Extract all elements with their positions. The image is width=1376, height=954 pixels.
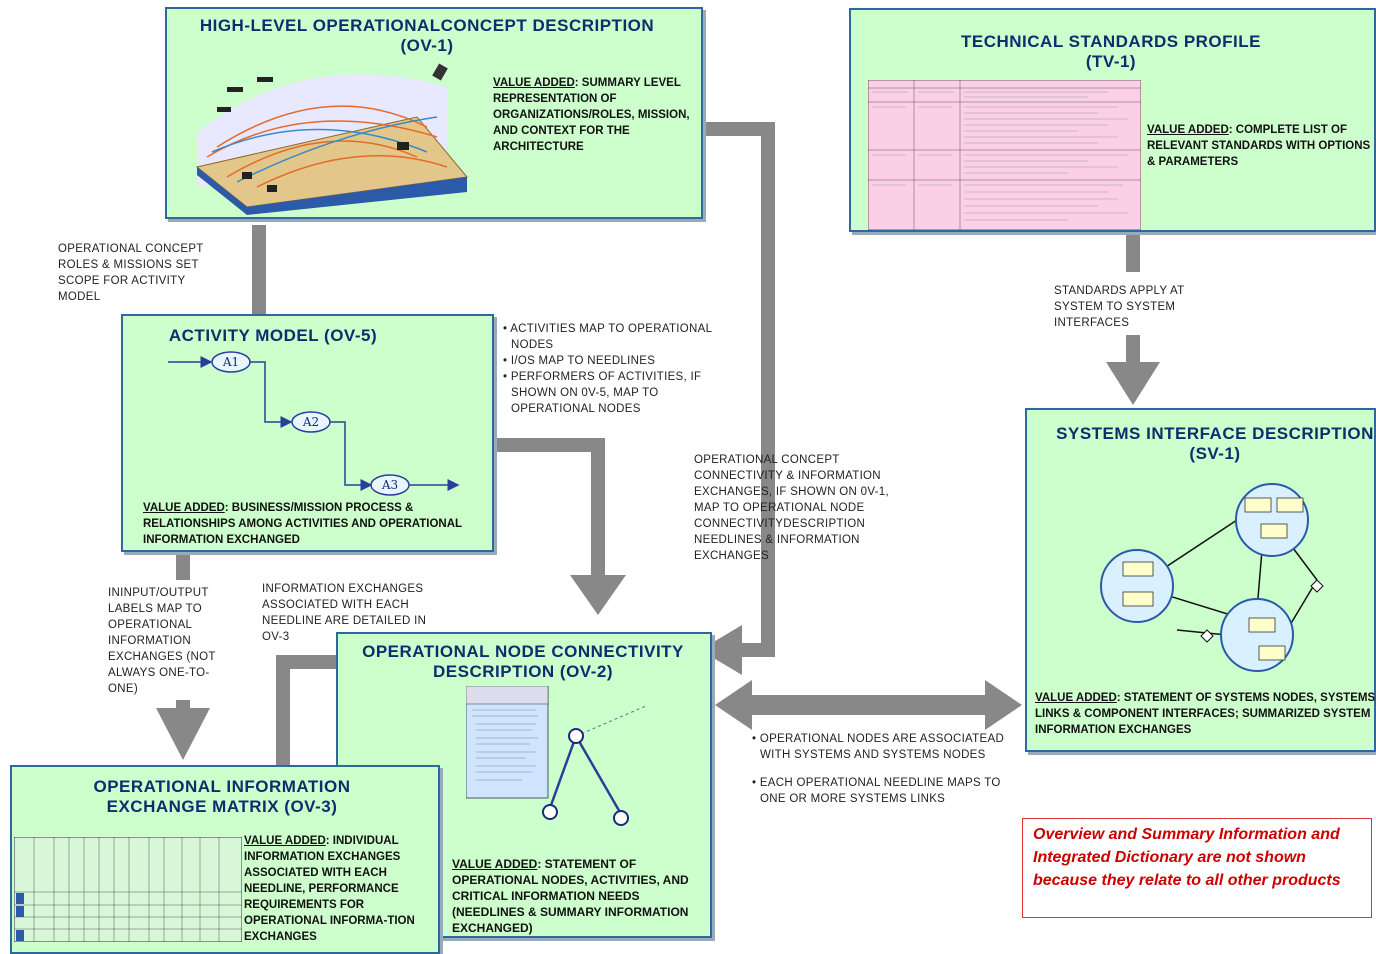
label-ov3-info: INFORMATION EXCHANGES ASSOCIATED WITH EA…	[262, 583, 427, 643]
arrow-ov1-ov5	[252, 225, 266, 320]
label-ov1-to-ov5: OPERATIONAL CONCEPT ROLES & MISSIONS SET…	[58, 243, 204, 303]
ov5-box: ACTIVITY MODEL (OV-5) A1 A2 A3 VALUE ADD…	[121, 314, 494, 552]
sv1-box: SYSTEMS INTERFACE DESCRIPTION(SV-1) VALU…	[1025, 408, 1376, 752]
arrow-ov5-ov2	[570, 575, 626, 615]
bullet-item: • ACTIVITIES MAP TO OPERATIONAL NODES	[503, 323, 712, 351]
arrow-ov2-sv1	[715, 680, 1022, 730]
label-ov5-to-ov3: ININPUT/OUTPUT LABELS MAP TO OPERATIONAL…	[108, 587, 216, 695]
activity-node-a2	[291, 411, 331, 433]
tv1-standards-table	[868, 80, 1141, 230]
label-ov1-to-ov2: OPERATIONAL CONCEPT CONNECTIVITY & INFOR…	[694, 454, 889, 562]
bullet-item: • I/OS MAP TO NEEDLINES	[503, 355, 656, 367]
arrow-ov5-ov3	[156, 708, 210, 760]
ov5-title: ACTIVITY MODEL (OV-5)	[168, 326, 378, 345]
tv1-box: TECHNICAL STANDARDS PROFILE(TV-1) VALUE	[849, 8, 1376, 232]
bullet-item: • OPERATIONAL NODES ARE ASSOCIATEAD WITH…	[752, 733, 1005, 761]
activity-node-label: A1	[222, 355, 239, 369]
bullets-ov2-to-sv1: • OPERATIONAL NODES ARE ASSOCIATEAD WITH…	[752, 731, 1017, 807]
sv1-title: SYSTEMS INTERFACE DESCRIPTION(SV-1)	[1056, 424, 1374, 463]
sv1-value-added: VALUE ADDED: STATEMENT OF SYSTEMS NODES,…	[1035, 692, 1376, 736]
ov1-box: HIGH-LEVEL OPERATIONALCONCEPT DESCRIPTIO…	[165, 7, 703, 219]
bullet-item: • EACH OPERATIONAL NEEDLINE MAPS TO ONE …	[752, 777, 1001, 805]
arrow-tv1-sv1	[1106, 362, 1160, 405]
bullet-item: • PERFORMERS OF ACTIVITIES, IF SHOWN ON …	[503, 371, 702, 415]
tv1-value-added: VALUE ADDED: COMPLETE LIST OF RELEVANT S…	[1147, 124, 1371, 168]
ov5-value-added: VALUE ADDED: BUSINESS/MISSION PROCESS & …	[143, 502, 462, 546]
tv1-title: TECHNICAL STANDARDS PROFILE(TV-1)	[961, 32, 1261, 71]
ov2-node-diagram	[466, 686, 647, 826]
ov1-title: HIGH-LEVEL OPERATIONALCONCEPT DESCRIPTIO…	[199, 16, 655, 55]
activity-node-a1	[211, 351, 251, 373]
summary-note: Overview and Summary Information and Int…	[1022, 818, 1372, 918]
bullets-ov5-to-ov2: • ACTIVITIES MAP TO OPERATIONAL NODES • …	[503, 321, 728, 417]
arrow-ov1-ov2	[700, 625, 742, 675]
sv1-system-network	[1100, 483, 1324, 672]
activity-node-a3	[370, 474, 410, 496]
ov1-value-added: VALUE ADDED: SUMMARY LEVEL REPRESENTATIO…	[493, 77, 690, 153]
ov3-value-added: VALUE ADDED: INDIVIDUAL INFORMATION EXCH…	[244, 835, 415, 943]
ov2-value-added: VALUE ADDED: STATEMENT OF OPERATIONAL NO…	[452, 857, 689, 935]
activity-node-label: A3	[381, 478, 398, 492]
ov3-exchange-matrix	[14, 837, 242, 942]
ov5-activity-flow: A1 A2 A3	[168, 351, 460, 496]
ov1-scene-illustration	[195, 63, 468, 215]
activity-node-label: A2	[302, 415, 319, 429]
label-tv1-to-sv1: STANDARDS APPLY AT SYSTEM TO SYSTEM INTE…	[1054, 285, 1185, 329]
